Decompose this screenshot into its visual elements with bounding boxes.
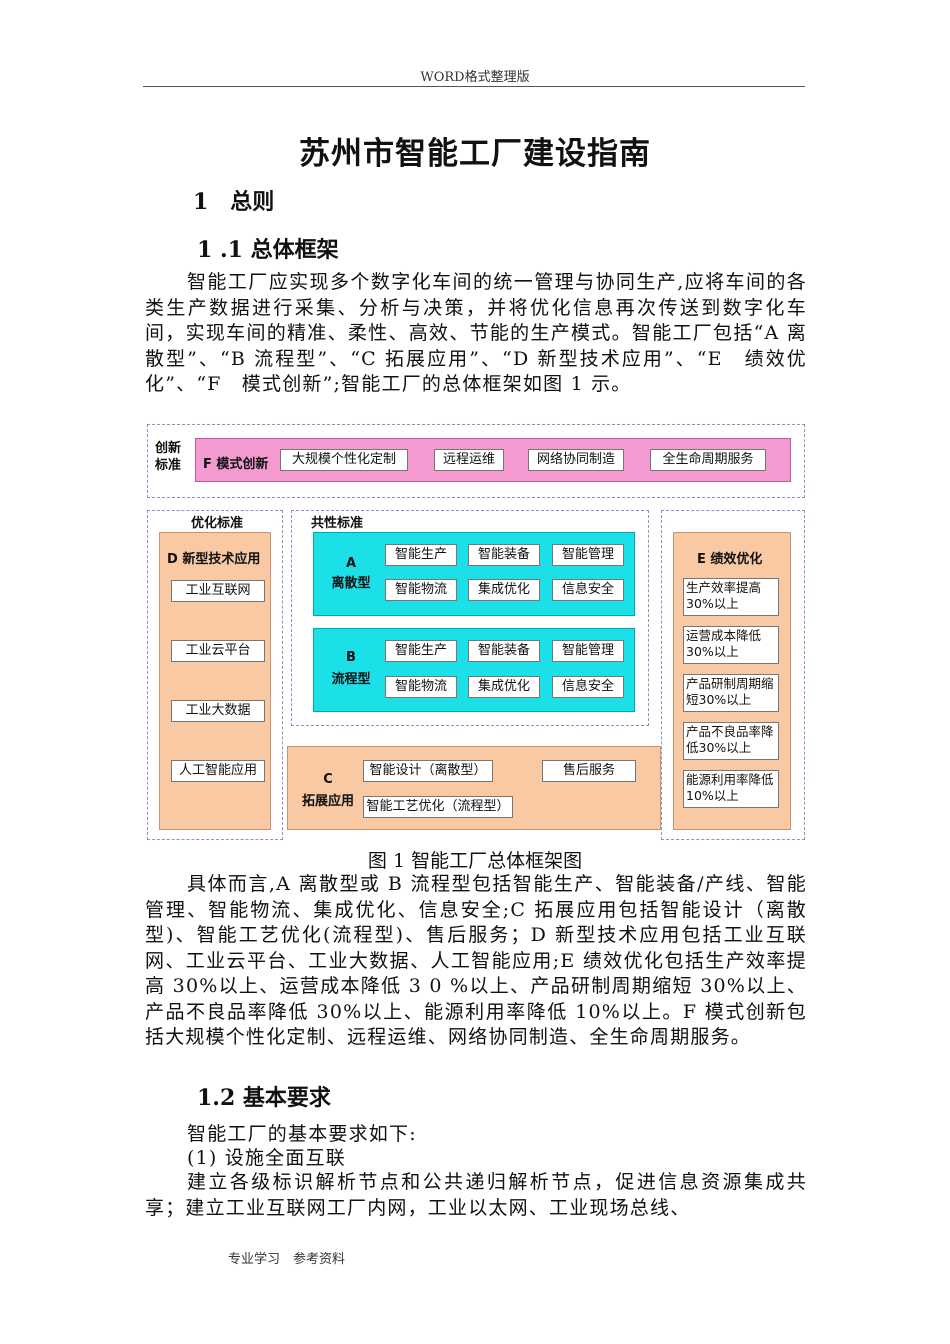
e-label: E 绩效优化 <box>697 552 763 567</box>
optimization-standard-label: 优化标准 <box>191 516 244 531</box>
document-title: 苏州市智能工厂建设指南 <box>299 136 651 172</box>
page-header: WORD格式整理版 <box>420 70 530 85</box>
b-label-name: 流程型 <box>331 672 371 687</box>
c-item: 智能工艺优化（流程型） <box>363 796 513 818</box>
c-label-name: 拓展应用 <box>301 794 354 809</box>
requirement-item-1: (1) 设施全面互联 <box>187 1147 346 1169</box>
e-item: 能源利用率降低10%以上 <box>683 770 779 808</box>
f-item: 全生命周期服务 <box>650 449 766 471</box>
paragraph-details: 具体而言,A 离散型或 B 流程型包括智能生产、智能装备/产线、智能管理、智能物… <box>145 873 807 1048</box>
common-frame <box>291 510 649 726</box>
d-label: D 新型技术应用 <box>167 552 261 567</box>
paragraph-facility-interconnect: 建立各级标识解析节点和公共递归解析节点，促进信息资源集成共享；建立工业互联网工厂… <box>145 1171 807 1219</box>
page-footer: 专业学习 参考资料 <box>228 1252 346 1267</box>
e-item: 产品研制周期缩短30%以上 <box>683 674 779 712</box>
d-item: 工业云平台 <box>171 640 265 662</box>
figure-caption: 图 1 智能工厂总体框架图 <box>367 850 583 872</box>
d-item: 工业互联网 <box>171 580 265 602</box>
d-item: 工业大数据 <box>171 700 265 722</box>
common-standard-label: 共性标准 <box>311 516 364 531</box>
d-new-tech-block <box>159 532 271 830</box>
paragraph-framework: 智能工厂应实现多个数字化车间的统一管理与协同生产,应将车间的各类生产数据进行采集… <box>145 271 807 395</box>
a-item: 集成优化 <box>468 579 540 601</box>
c-label-letter: C <box>323 772 333 787</box>
innovation-frame <box>147 424 805 498</box>
a-item: 智能管理 <box>552 544 624 566</box>
f-label: F 模式创新 <box>203 457 269 472</box>
f-item: 远程运维 <box>434 449 504 471</box>
a-item: 智能物流 <box>385 579 457 601</box>
c-item: 售后服务 <box>542 760 636 782</box>
b-item: 智能物流 <box>385 676 457 698</box>
a-item: 智能装备 <box>468 544 540 566</box>
paragraph-requirements-intro: 智能工厂的基本要求如下: <box>187 1123 417 1145</box>
e-item: 运营成本降低30%以上 <box>683 626 779 664</box>
f-item: 大规模个性化定制 <box>280 449 408 471</box>
framework-diagram: 创新标准 F 模式创新 大规模个性化定制 远程运维 网络协同制造 全生命周期服务… <box>147 424 805 840</box>
b-item: 智能生产 <box>385 640 457 662</box>
b-label-letter: B <box>346 650 356 665</box>
b-item: 集成优化 <box>468 676 540 698</box>
f-item: 网络协同制造 <box>528 449 624 471</box>
b-item: 智能装备 <box>468 640 540 662</box>
e-item: 产品不良品率降低30%以上 <box>683 722 779 760</box>
a-item: 智能生产 <box>385 544 457 566</box>
header-divider <box>143 86 805 87</box>
section-heading-1: 1 总则 <box>193 189 275 215</box>
b-item: 信息安全 <box>552 676 624 698</box>
a-label-name: 离散型 <box>331 576 371 591</box>
d-item: 人工智能应用 <box>171 760 265 782</box>
b-item: 智能管理 <box>552 640 624 662</box>
e-item: 生产效率提高30%以上 <box>683 578 779 616</box>
innovation-standard-label: 创新标准 <box>155 441 182 473</box>
section-heading-1-1: 1 .1 总体框架 <box>197 237 339 263</box>
c-item: 智能设计（离散型） <box>363 760 493 782</box>
performance-frame <box>661 510 805 840</box>
optimization-frame <box>147 510 283 840</box>
a-label-letter: A <box>345 556 357 571</box>
section-heading-1-2: 1.2 基本要求 <box>197 1085 331 1111</box>
a-item: 信息安全 <box>552 579 624 601</box>
